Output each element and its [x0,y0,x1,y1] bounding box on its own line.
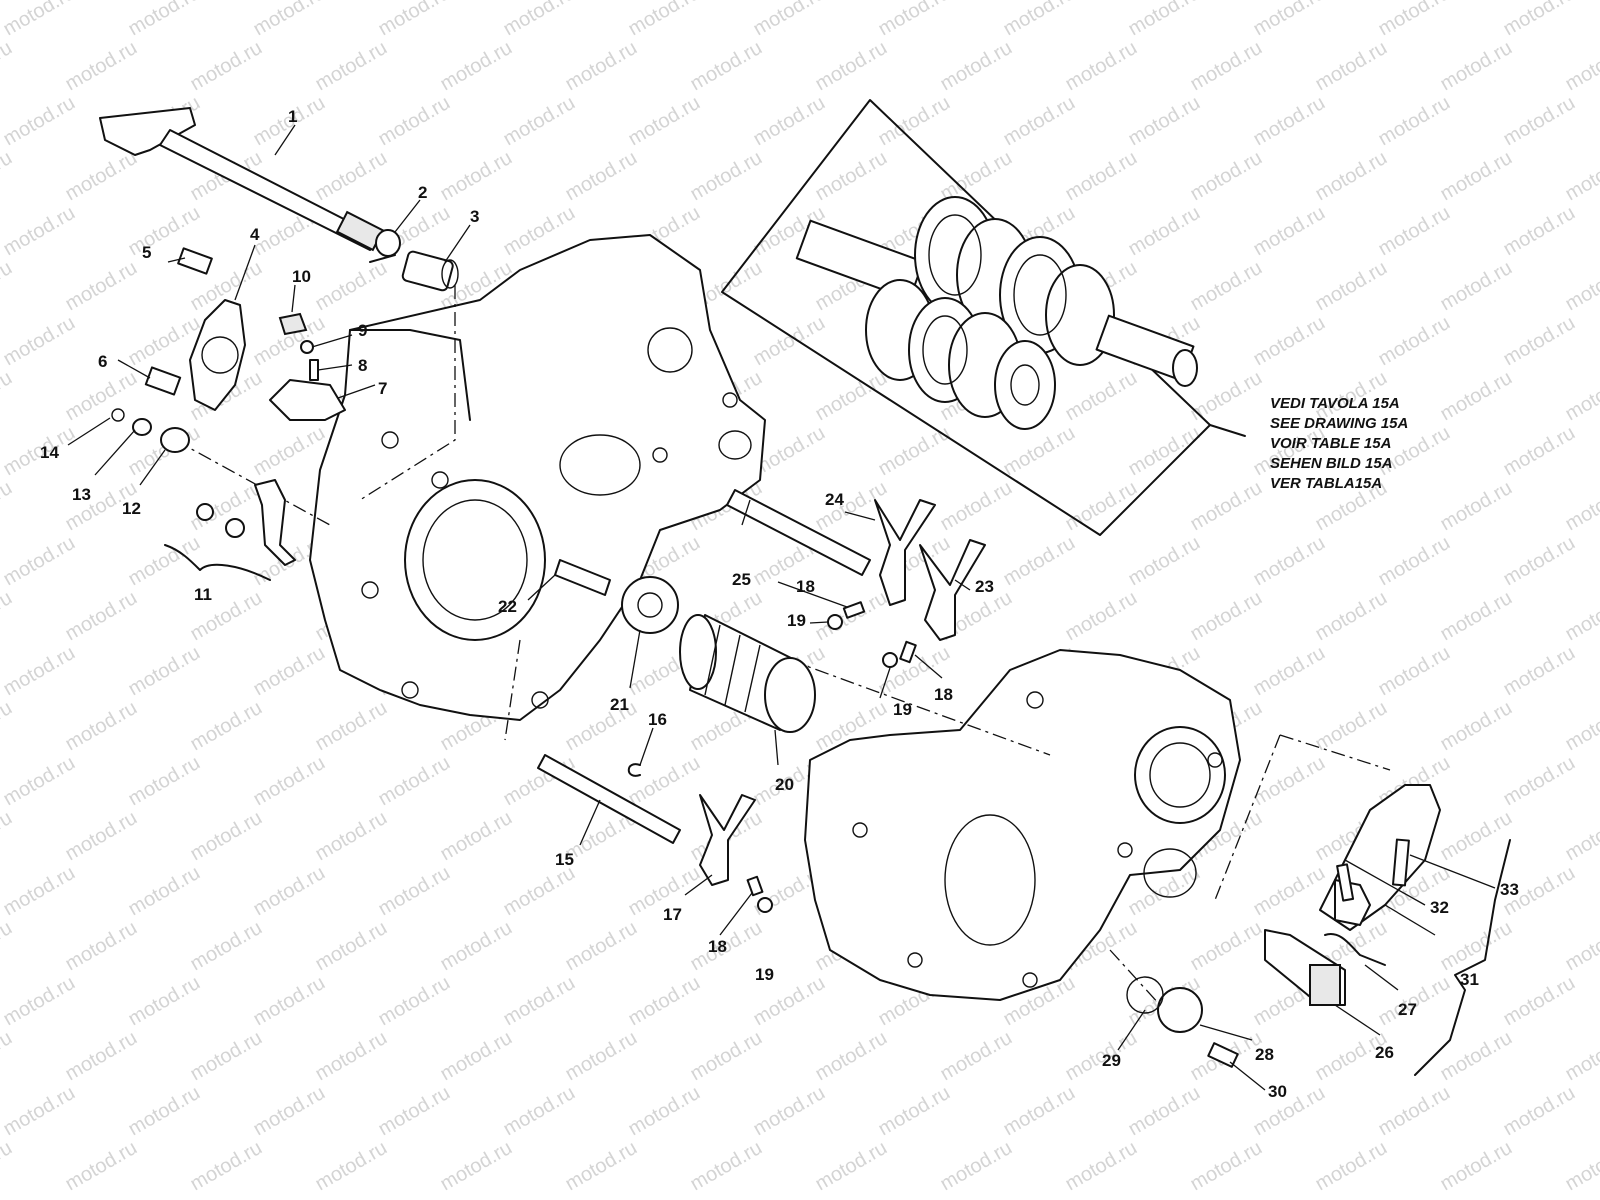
callout: 16 [648,710,667,729]
callout: 19 [893,700,912,719]
callout: 31 [1460,970,1479,989]
right-crankcase [804,649,1241,1001]
callout: 3 [470,207,479,226]
callout: 30 [1268,1082,1287,1101]
callout: 18 [708,937,727,956]
callout: 13 [72,485,91,504]
note-line-it: VEDI TAVOLA 15A [1270,395,1400,412]
callout: 10 [292,267,311,286]
callout: 27 [1398,1000,1417,1019]
gearbox-inset [721,99,1246,536]
callout: 5 [142,243,151,262]
callout: 21 [610,695,629,714]
callout: 11 [194,585,212,604]
callout: 8 [358,356,367,375]
assembly-axes [174,285,1391,1006]
callout: 6 [98,352,107,371]
callout: 7 [378,379,387,398]
callout: 32 [1430,898,1449,917]
callout: 29 [1102,1051,1121,1070]
callout: 28 [1255,1045,1274,1064]
callout: 15 [555,850,574,869]
callout: 20 [775,775,794,794]
callout: 26 [1375,1043,1394,1062]
callout: 4 [250,225,260,244]
callout: 22 [498,597,517,616]
note-line-en: SEE DRAWING 15A [1270,415,1408,432]
callout: 9 [358,321,367,340]
callout: 19 [787,611,806,630]
callout: 19 [755,965,774,984]
callout: 17 [663,905,682,924]
callout: 18 [796,577,815,596]
see-drawing-note: VEDI TAVOLA 15A SEE DRAWING 15A VOIR TAB… [1270,395,1408,492]
callout: 33 [1500,880,1519,899]
callout: 14 [40,443,59,462]
left-crankcase [309,234,766,721]
note-line-fr: VOIR TABLE 15A [1270,435,1391,452]
leader-lines [67,124,1496,1091]
callout: 23 [975,577,994,596]
note-line-es: VER TABLA15A [1270,475,1382,492]
callout: 2 [418,183,427,202]
callout: 25 [732,570,751,589]
callout: 12 [122,499,141,518]
callout: 24 [825,490,844,509]
parts [99,107,1511,1076]
callout: 1 [288,107,297,126]
callout-numbers: 1 2 3 4 5 6 7 8 9 10 11 12 13 14 15 16 1… [40,107,1519,1101]
note-line-de: SEHEN BILD 15A [1270,455,1393,472]
callout: 18 [934,685,953,704]
